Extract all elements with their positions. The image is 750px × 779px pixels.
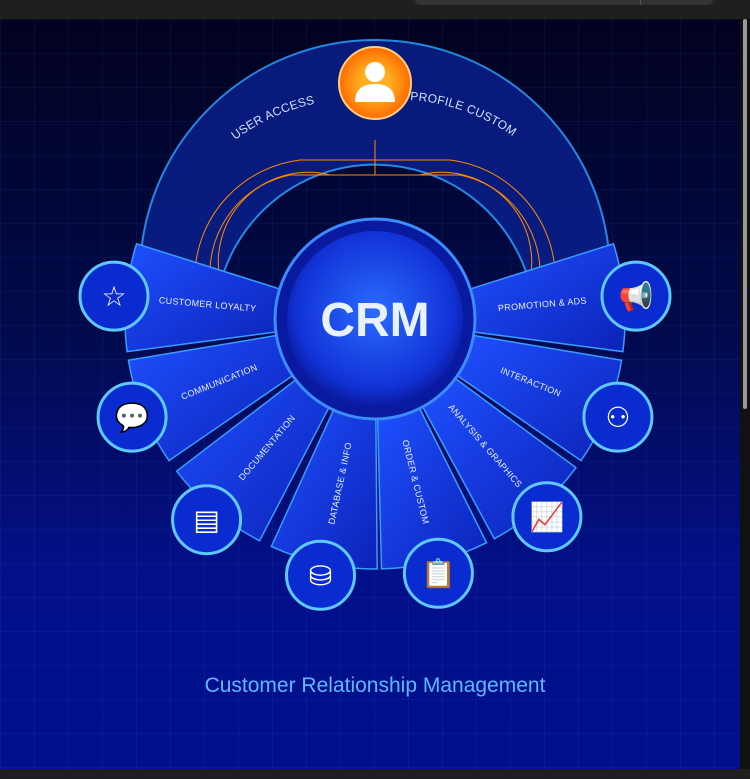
browser-toolbar [0, 0, 750, 19]
hand-star-icon: ☆ [101, 280, 126, 313]
segment-icon-circle [582, 381, 654, 453]
crm-title: CRM [320, 294, 429, 347]
segment-database-info[interactable]: DATABASE & INFO⛁ [270, 409, 378, 611]
clipboard-icon: 📋 [421, 557, 456, 590]
scrollbar-thumb[interactable] [743, 19, 747, 409]
address-bar[interactable] [415, 0, 713, 5]
segment-icon-circle [511, 481, 583, 553]
segment-documentation[interactable]: DOCUMENTATION▤ [171, 378, 330, 556]
segment-customer-loyalty[interactable]: CUSTOMER LOYALTY☆ [78, 242, 281, 353]
scrollbar[interactable] [740, 19, 750, 769]
segment-icon-circle [600, 260, 672, 332]
connector-lines [194, 140, 556, 281]
people-network-icon: ⚇ [605, 401, 630, 434]
megaphone-icon: 📢 [619, 280, 654, 313]
line-chart-icon: 📈 [529, 501, 564, 534]
database-icon: ⛁ [309, 559, 332, 592]
segment-icon-circle [96, 381, 168, 453]
user-avatar-circle [338, 46, 412, 120]
crm-center-circle [287, 231, 463, 407]
segment-icon-circle [402, 537, 474, 609]
chat-bubbles-icon: 💬 [115, 401, 150, 434]
segment-icon-circle [78, 260, 150, 332]
segment-promotion-ads[interactable]: PROMOTION & ADS📢 [469, 242, 672, 353]
caption: Customer Relationship Management [204, 674, 546, 697]
segment-communication[interactable]: COMMUNICATION💬 [96, 334, 294, 462]
segment-icon-circle [285, 539, 357, 611]
divider [640, 0, 641, 5]
crm-diagram: USER ACCESS PROFILE CUSTOM CUSTOMER LOYA… [78, 39, 672, 611]
document-icon: ▤ [193, 504, 219, 537]
segment-icon-circle [171, 484, 243, 556]
segment-interaction[interactable]: INTERACTION⚇ [456, 334, 654, 462]
user-icon [355, 62, 395, 102]
bottom-bar [0, 769, 750, 779]
segment-order-custom[interactable]: ORDER & CUSTOM📋 [376, 407, 488, 609]
